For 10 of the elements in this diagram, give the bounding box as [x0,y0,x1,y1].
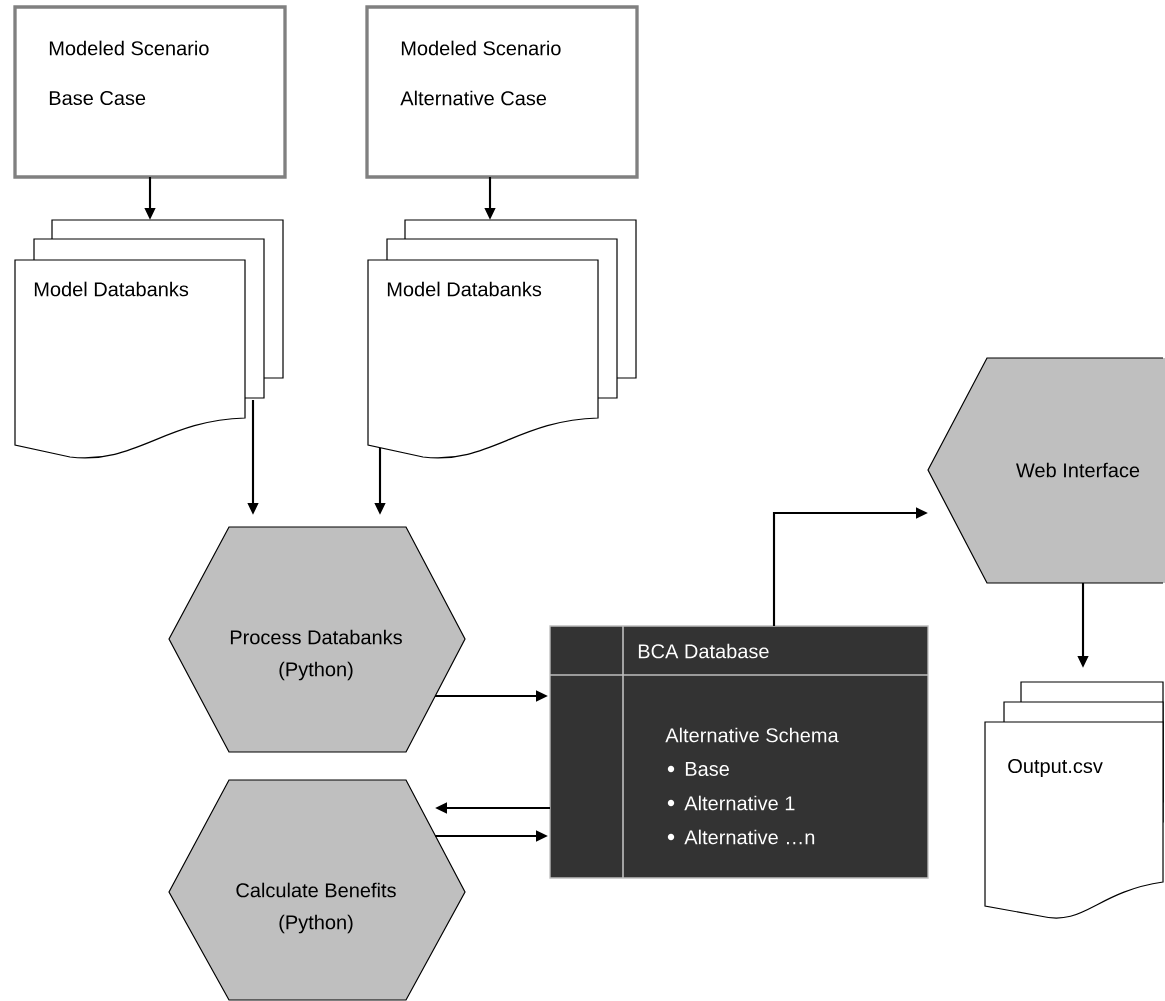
node-label: Output.csv [1008,758,1103,778]
document-stack: Output.csv [984,681,1164,919]
scenario-box: Modeled Scenario Alternative Case [365,5,639,179]
hexagon: Web Interface [927,357,1165,584]
database-table: BCA Database Alternative Schema Base Alternative 1 Alternative …n [549,625,929,879]
hexagon: Calculate Benefits (Python) [168,779,466,1001]
hexagon: Process Databanks (Python) [168,526,466,753]
document-stack: Model Databanks [367,219,637,459]
scenario-box: Modeled Scenario Base Case [13,5,287,179]
document-stack: Model Databanks [14,219,284,459]
